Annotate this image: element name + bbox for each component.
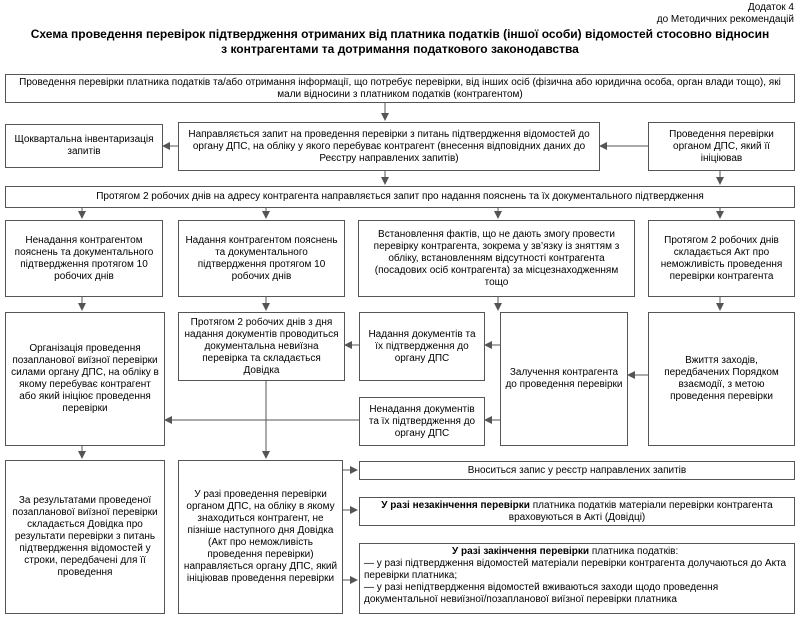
box-registry-entry: Вноситься запис у реєстр направлених зап… [359, 461, 795, 480]
box-provision-text: Надання контрагентом пояснень та докумен… [185, 234, 338, 282]
page-title-line-2: з контрагентами та дотримання податковог… [221, 42, 579, 56]
box-unfinished-check: У разі незакінчення перевірки платника п… [359, 497, 795, 526]
box-case-dps-check-text: У разі проведення перевірки органом ДПС,… [183, 489, 338, 584]
finished-item-2: — у разі непідтвердження відомостей вжив… [364, 582, 719, 605]
box-involve-counterparty-text: Залучення контрагента до проведення пере… [505, 367, 623, 390]
finished-item-1: — у разі підтвердження відомостей матері… [364, 558, 787, 581]
box-finished-check-heading: У разі закінчення перевірки платника под… [364, 546, 678, 558]
box-involve-counterparty: Залучення контрагента до проведення пере… [500, 312, 628, 446]
box-unscheduled-audit-text: Організація проведення позапланової виїз… [11, 343, 159, 414]
box-documents-submitted-text: Надання документів та їх підтвердження д… [368, 328, 476, 364]
box-quarterly-inventory: Щоквартальна інвентаризація запитів [5, 124, 163, 168]
box-registry-entry-text: Вноситься запис у реєстр направлених зап… [467, 464, 687, 476]
box-documents-not-submitted-text: Ненадання документів та їх підтвердження… [368, 403, 476, 439]
box-desk-audit: Протягом 2 робочих днів з дня надання до… [178, 312, 345, 381]
finished-bold-label: У разі закінчення перевірки [452, 546, 590, 557]
box-unfinished-check-text: У разі незакінчення перевірки платника п… [364, 500, 790, 524]
box-documents-submitted: Надання документів та їх підтвердження д… [359, 312, 485, 381]
box-measures-taken-text: Вжиття заходів, передбачених Порядком вз… [664, 355, 779, 402]
box-established-facts: Встановлення фактів, що не дають змогу п… [358, 220, 635, 297]
box-initiated-check-text: Проведення перевірки органом ДПС, який ї… [669, 128, 774, 164]
box-quarterly-inventory-text: Щоквартальна інвентаризація запитів [14, 134, 154, 157]
finished-rest-text: платника податків: [591, 546, 679, 557]
box-request-sent-text: Направляється запит на проведення переві… [188, 128, 590, 164]
box-two-days-request-text: Протягом 2 робочих днів на адресу контра… [96, 191, 704, 202]
box-initiated-check: Проведення перевірки органом ДПС, який ї… [648, 122, 795, 171]
box-request-sent: Направляється запит на проведення переві… [178, 122, 600, 171]
box-act-impossibility: Протягом 2 робочих днів складається Акт … [648, 220, 795, 297]
box-provision-10-days: Надання контрагентом пояснень та докумен… [178, 220, 345, 297]
box-finished-check: У разі закінчення перевірки платника под… [359, 543, 795, 614]
page-title-line-1: Схема проведення перевірок підтвердження… [30, 27, 770, 41]
box-case-dps-check: У разі проведення перевірки органом ДПС,… [178, 460, 343, 614]
unfinished-rest-text: платника податків матеріали перевірки ко… [508, 499, 773, 523]
box-audit-results-text: За результатами проведеної позапланової … [12, 495, 158, 578]
box-non-provision-10-days: Ненадання контрагентом пояснень та докум… [5, 220, 163, 297]
box-audit-results: За результатами проведеної позапланової … [5, 460, 165, 614]
box-act-impossibility-text: Протягом 2 робочих днів складається Акт … [660, 234, 783, 282]
box-two-days-request: Протягом 2 робочих днів на адресу контра… [5, 186, 795, 208]
box-check-initiation-text: Проведення перевірки платника податків т… [19, 76, 781, 100]
box-documents-not-submitted: Ненадання документів та їх підтвердження… [359, 397, 485, 446]
appendix-number: Додаток 4 [747, 2, 794, 13]
box-check-initiation: Проведення перевірки платника податків т… [5, 74, 795, 103]
box-desk-audit-text: Протягом 2 робочих днів з дня надання до… [184, 316, 339, 376]
unfinished-bold-label: У разі незакінчення перевірки [381, 499, 530, 511]
box-established-facts-text: Встановлення фактів, що не дають змогу п… [373, 228, 620, 288]
box-measures-taken: Вжиття заходів, передбачених Порядком вз… [648, 312, 795, 446]
box-unscheduled-audit: Організація проведення позапланової виїз… [5, 312, 165, 446]
appendix-reference: до Методичних рекомендацій [656, 14, 794, 25]
box-non-provision-text: Ненадання контрагентом пояснень та докум… [14, 234, 154, 282]
